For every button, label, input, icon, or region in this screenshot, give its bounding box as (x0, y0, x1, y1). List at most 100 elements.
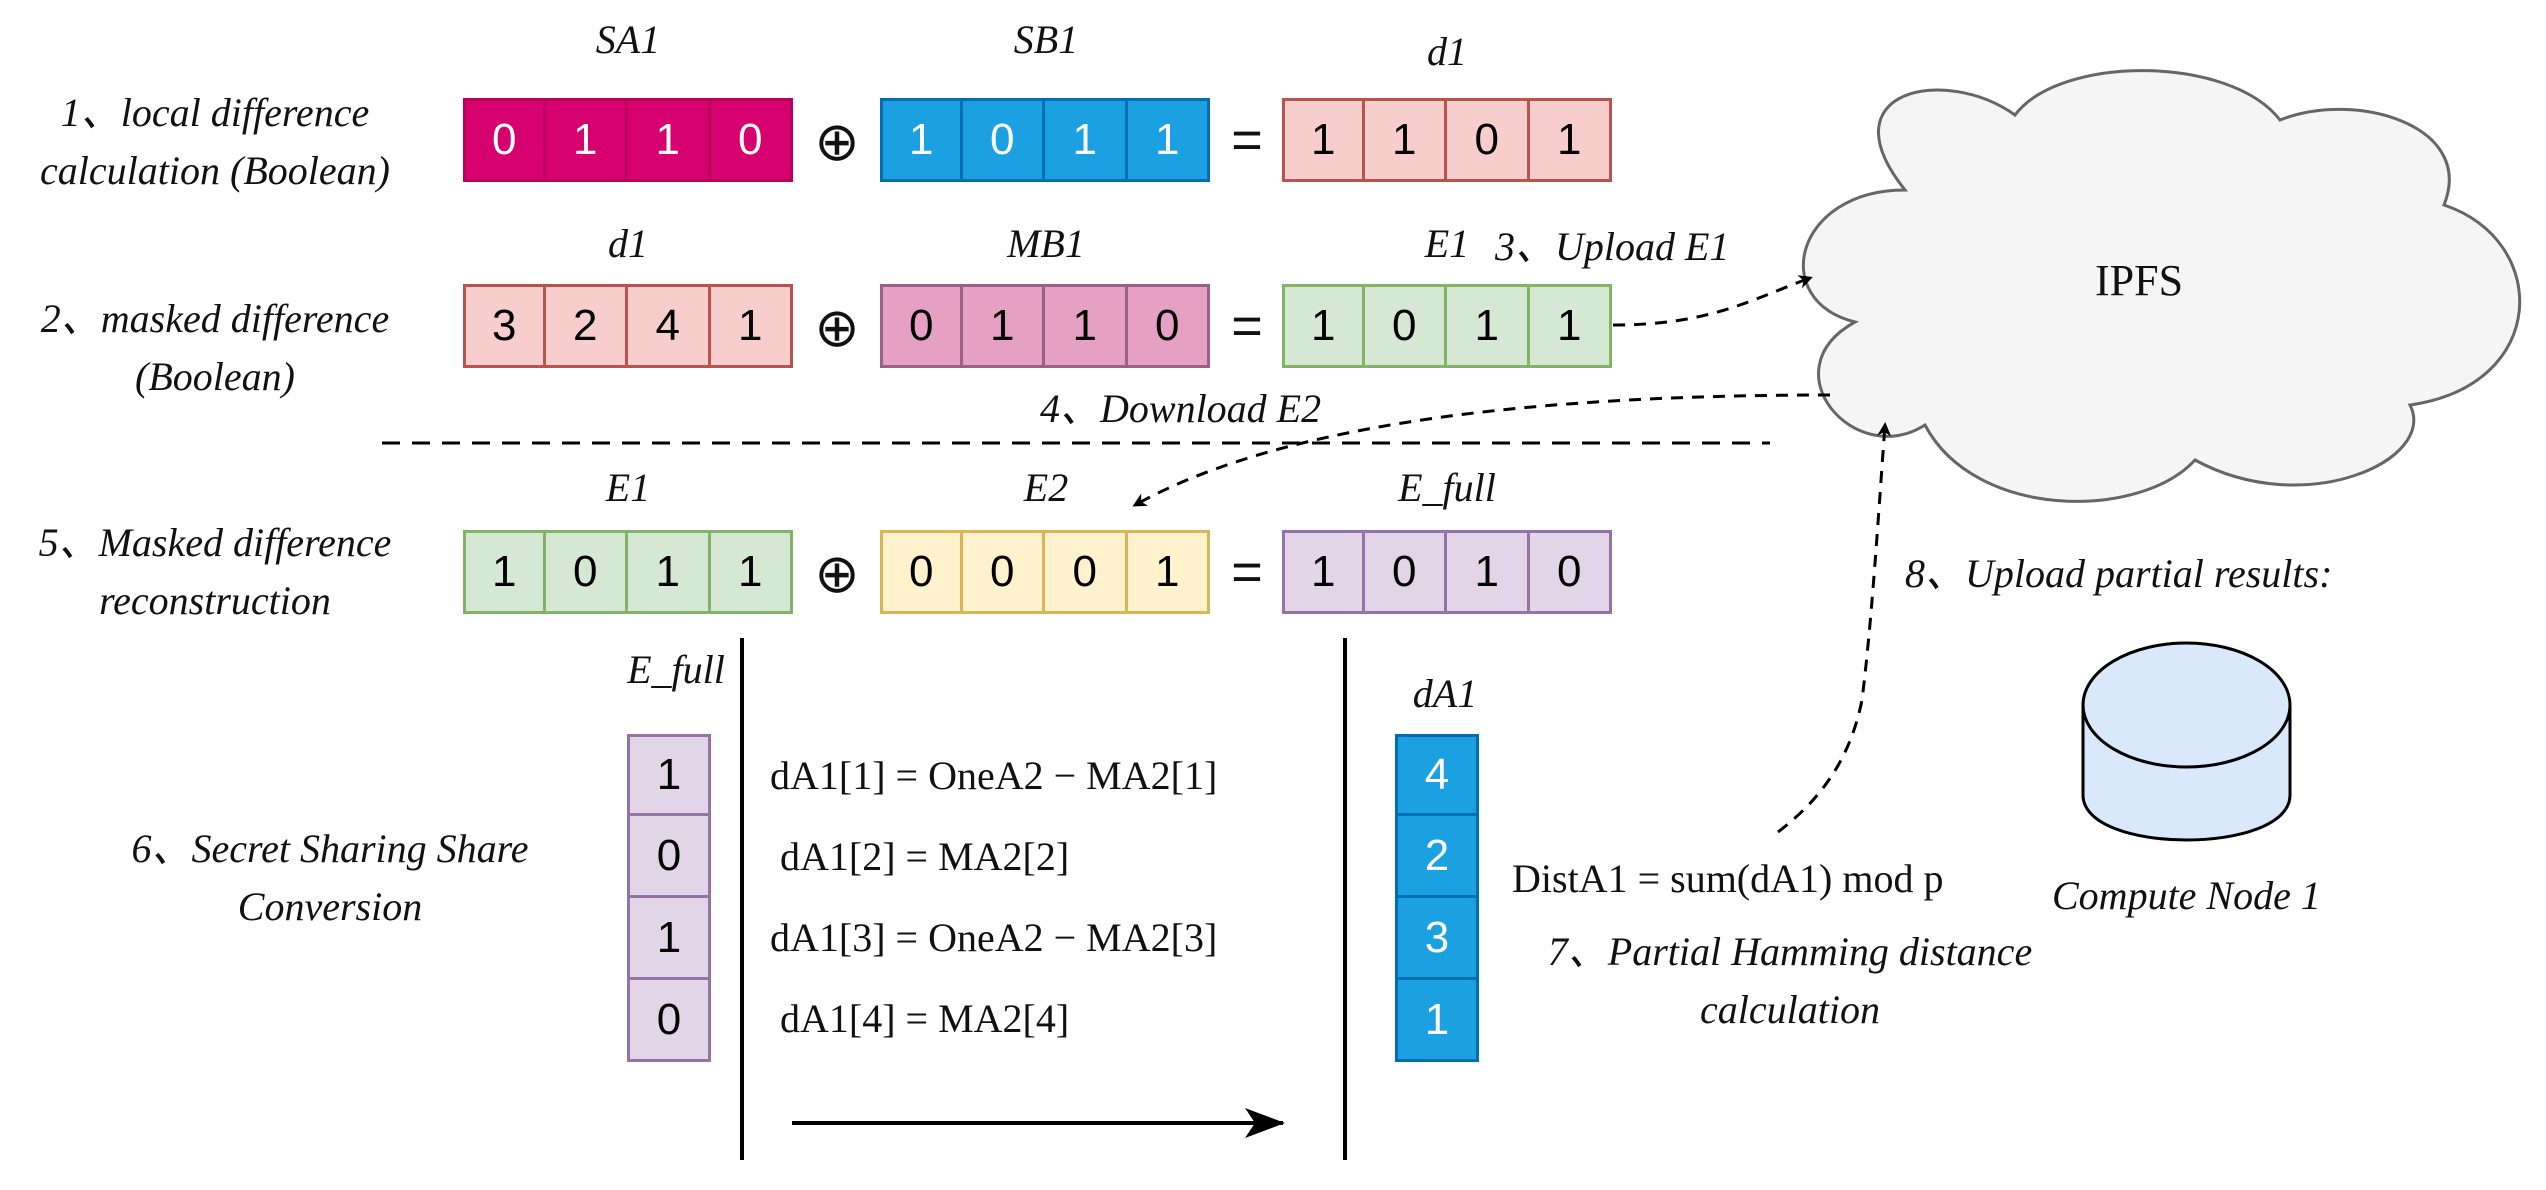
bit-cell: 0 (962, 530, 1045, 614)
e-full-result-label: E_full (1398, 465, 1496, 510)
bit-cell: 0 (545, 530, 628, 614)
bit-cell: 1 (627, 734, 711, 816)
equals-operator: = (1231, 110, 1263, 170)
e-full-column-label: E_full (627, 647, 725, 692)
step-2-line-1: 2、masked difference (40, 296, 390, 341)
ipfs-cloud-icon (1801, 69, 2522, 503)
bit-cell: 1 (710, 530, 793, 614)
step-7-line-2: calculation (1700, 987, 1880, 1032)
step-8-label: 8、Upload partial results: (1905, 551, 2333, 596)
formula-1: dA1[1] = OneA2 − MA2[1] (770, 753, 1218, 798)
step-2-line-2: (Boolean) (135, 354, 295, 399)
bit-cell: 0 (1364, 530, 1447, 614)
dist-formula: DistA1 = sum(dA1) mod p (1512, 856, 1944, 901)
bit-cell: 1 (1127, 530, 1210, 614)
step-2-label: 2、masked difference (Boolean) (0, 290, 430, 406)
upload-partial-arrow (1777, 422, 1892, 834)
da1-column-label: dA1 (1412, 671, 1478, 716)
bit-cell: 0 (1045, 530, 1128, 614)
sb1-label: SB1 (1013, 17, 1079, 62)
formula-4: dA1[4] = MA2[4] (780, 996, 1070, 1041)
bit-cell: 1 (1395, 980, 1479, 1062)
bit-cell: 0 (1127, 284, 1210, 368)
bit-cell: 0 (710, 98, 793, 182)
bit-cell: 1 (1045, 284, 1128, 368)
bit-cell: 1 (1045, 98, 1128, 182)
upload-e1-arrow (1612, 275, 1813, 327)
bit-cell: 1 (1127, 98, 1210, 182)
compute-node-label: Compute Node 1 (2052, 873, 2321, 918)
bit-cell: 1 (1529, 284, 1612, 368)
mb1-label: MB1 (1007, 221, 1085, 266)
step-5-line-1: 5、Masked difference (38, 520, 392, 565)
bit-cell: 1 (463, 530, 546, 614)
bit-cell: 1 (880, 98, 963, 182)
bit-cell: 1 (1282, 98, 1365, 182)
bit-cell: 1 (627, 898, 711, 980)
bit-cell: 1 (628, 530, 711, 614)
equals-operator: = (1231, 542, 1263, 602)
bit-cell: 3 (463, 284, 546, 368)
bit-cell: 1 (545, 98, 628, 182)
bit-cell: 0 (1364, 284, 1447, 368)
equals-operator: = (1231, 296, 1263, 356)
bit-cell: 1 (1529, 98, 1612, 182)
bit-cell: 1 (628, 98, 711, 182)
bit-cell: 0 (627, 980, 711, 1062)
bit-cell: 0 (1447, 98, 1530, 182)
xor-operator: ⊕ (814, 298, 860, 358)
bit-cell: 1 (1364, 98, 1447, 182)
bit-cell: 0 (627, 816, 711, 898)
bit-cell: 4 (1395, 734, 1479, 816)
d1-label: d1 (608, 221, 648, 266)
d1-result-label: d1 (1427, 29, 1467, 74)
step-6-line-2: Conversion (237, 884, 423, 929)
bit-cell: 3 (1395, 898, 1479, 980)
bit-cell: 0 (962, 98, 1045, 182)
download-e2-arrow (1132, 393, 1831, 507)
step-6-line-1: 6、Secret Sharing Share (131, 826, 529, 871)
step-3-label: 3、Upload E1 (1495, 224, 1730, 269)
e2-label: E2 (1023, 465, 1069, 510)
step-1-line-1: 1、local difference (60, 90, 370, 135)
formula-2: dA1[2] = MA2[2] (780, 834, 1070, 879)
bit-cell: 0 (1529, 530, 1612, 614)
step-1-label: 1、local difference calculation (Boolean) (0, 84, 430, 200)
database-icon (2081, 641, 2292, 842)
bit-cell: 0 (463, 98, 546, 182)
ipfs-label: IPFS (2095, 256, 2184, 305)
bit-cell: 1 (962, 284, 1045, 368)
step-5-label: 5、Masked difference reconstruction (0, 514, 430, 630)
xor-operator: ⊕ (814, 544, 860, 604)
formula-3: dA1[3] = OneA2 − MA2[3] (770, 915, 1218, 960)
bit-cell: 1 (1447, 284, 1530, 368)
bit-cell: 1 (1282, 284, 1365, 368)
bit-cell: 2 (1395, 816, 1479, 898)
bit-cell: 1 (1447, 530, 1530, 614)
bit-cell: 0 (880, 284, 963, 368)
step-6-label: 6、Secret Sharing Share Conversion (90, 820, 570, 936)
bit-cell: 0 (880, 530, 963, 614)
sa1-label: SA1 (595, 17, 661, 62)
bit-cell: 1 (1282, 530, 1365, 614)
step-1-line-2: calculation (Boolean) (40, 148, 390, 193)
e1-result-label: E1 (1424, 221, 1470, 266)
step-7-label: 7、Partial Hamming distance calculation (1510, 923, 2070, 1039)
e1-label: E1 (605, 465, 651, 510)
xor-operator: ⊕ (814, 112, 860, 172)
step-4-label: 4、Download E2 (1040, 386, 1322, 431)
bit-cell: 4 (628, 284, 711, 368)
bit-cell: 1 (710, 284, 793, 368)
step-7-line-1: 7、Partial Hamming distance (1547, 929, 2033, 974)
